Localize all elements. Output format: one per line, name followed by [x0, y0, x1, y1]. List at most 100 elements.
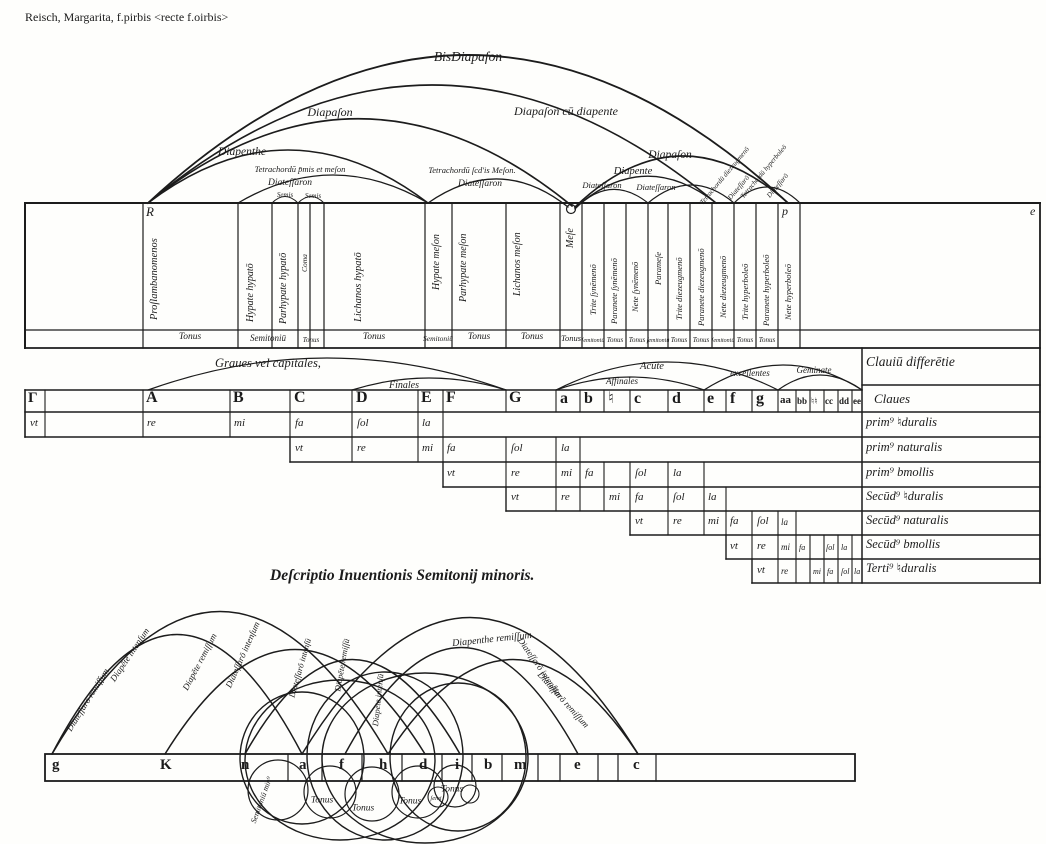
column-label-trite-diezeugmenon: Trite diezeugmenō [674, 257, 684, 320]
band-letter: d [419, 757, 428, 773]
interval-label: Semitoniū [250, 333, 286, 343]
group-label-acute: Acute [640, 361, 664, 372]
arc-label-tetrachordum-hypaton: Tetrachordū p̄mis et meſon [254, 164, 346, 174]
arc-label-semis-b: Semis [304, 192, 322, 200]
semitone-small-label: Tonus [351, 803, 375, 814]
interval-label: Tonus [302, 336, 320, 344]
arc-label-diapente-right: Diapente [613, 166, 653, 177]
column-label-trite-hyperboleon: Trite hyperboleō [740, 263, 750, 320]
clavis-letter: ♮♮ [811, 396, 818, 406]
band-letter: h [379, 757, 388, 773]
marker-right-end: e [1030, 204, 1036, 218]
group-label-affinales: Affinales [606, 376, 638, 386]
column-label-paramese: Parameſe [653, 251, 663, 285]
right-panel-mode: Secūd⁹ ♮duralis [866, 489, 944, 503]
interval-label: Tonus [670, 336, 688, 344]
solmization-la: la [422, 417, 431, 429]
right-panel-mode: prim⁹ naturalis [866, 440, 943, 454]
solmization-re: re [757, 540, 766, 552]
solmization-mi: mi [422, 442, 433, 454]
solmization-vt: vt [295, 442, 303, 454]
solmization-la: la [854, 567, 861, 576]
column-label-trite-synemmenon: Trite ſynēmenō [588, 264, 598, 315]
solmization-re: re [561, 491, 570, 503]
column-label-lichanos-meson: Lichanos meſon [512, 232, 523, 296]
clavis-letter: g [756, 390, 764, 407]
solmization-la: la [673, 467, 682, 479]
solmization-la: la [561, 442, 570, 454]
interval-label: Tonus [606, 336, 624, 344]
solmization-mi: mi [781, 542, 790, 552]
band-letter: i [455, 757, 460, 773]
solmization-sol: ſol [357, 417, 369, 429]
band-letter: n [241, 757, 250, 773]
interval-label: Semitoniū [423, 334, 453, 343]
clavis-letter: b [584, 390, 593, 407]
semitone-small-label: Tonus [398, 796, 422, 807]
clavis-letter: a [560, 390, 568, 407]
arc-label-diapenthe: Diapenthe [218, 146, 266, 158]
page-caption: Reisch, Margarita, f.pirbis <recte f.oir… [25, 10, 229, 24]
solmization-la: la [708, 491, 717, 503]
clavis-letter: c [634, 390, 642, 407]
arc-label-diatessaron-hypaton: Diateſſaron [268, 178, 312, 188]
marker-proslambanomenos: R [146, 204, 154, 219]
solmization-re: re [511, 467, 520, 479]
column-label-paranete-hyperboleon: Paranete hyperboleō [761, 254, 771, 326]
right-panel-mode: prim⁹ ♮duralis [866, 415, 937, 429]
solmization-la: la [781, 517, 789, 527]
column-label-paranete-synemmenon: Paranete ſynēmenō [609, 258, 619, 324]
solmization-fa: fa [295, 417, 304, 429]
group-label-finales: Finales [389, 380, 419, 391]
hexachord-row-cells [351, 436, 853, 584]
interval-label: Tonus [758, 336, 776, 344]
solmization-fa: fa [447, 442, 456, 454]
clavis-letter: f [730, 390, 736, 407]
arc-label-diatessaron-meson: Diateſſaron [458, 179, 502, 189]
band-letter: b [484, 757, 493, 773]
solmization-vt: vt [757, 564, 765, 576]
group-label-graves: Graues vel capitales, [215, 356, 321, 370]
column-label-coma: Coma [300, 254, 309, 272]
solmization-re: re [147, 417, 156, 429]
solmization-re: re [781, 566, 789, 576]
band-letter: g [52, 757, 60, 773]
right-panel-mode: Secūd⁹ bmollis [866, 537, 941, 551]
marker-nete-hyperboleon: p [782, 204, 788, 218]
clavis-letter: cc [825, 396, 833, 406]
solmization-vt: vt [30, 417, 38, 429]
clavis-letter: dd [839, 396, 850, 406]
right-panel-mode: prim⁹ bmollis [866, 465, 934, 479]
interval-label: Tonus [628, 336, 646, 344]
group-label-excellentes: excellentes [730, 368, 770, 378]
arc-label-diapason-right: Diapaſon [648, 149, 692, 161]
upper-consonance-arcs [146, 54, 801, 215]
clavis-letter: C [294, 389, 306, 406]
semitone-figure-band [44, 753, 856, 782]
right-panel-claves: Claues [874, 391, 911, 406]
semitone-figure-title: Deſcriptio Inuentionis Semitonij minoris… [270, 567, 535, 584]
mese-node-circle [565, 203, 577, 215]
band-letter: c [633, 757, 640, 773]
interval-label: Tonus [692, 336, 710, 344]
interval-label: ſemitoniū [646, 338, 670, 344]
clavis-letter: B [233, 389, 244, 406]
arc-label-diapason-left: Diapaſon [307, 105, 353, 119]
solmization-vt: vt [447, 467, 455, 479]
solmization-la: la [841, 543, 848, 552]
interval-label: ſemitoniū [581, 338, 605, 344]
solmization-fa: fa [585, 467, 594, 479]
solmization-fa: fa [799, 543, 806, 552]
band-letter: K [160, 757, 172, 773]
column-label-parhypate-hypaton: Parhypate hypatō [278, 252, 289, 324]
interval-label: ſemitoniū [711, 338, 735, 344]
semitone-small-label: ſemi [430, 794, 442, 802]
solmization-sol: ſol [757, 515, 769, 527]
arc-label-diatessaron-diezeugmenon: Diateſſaron [636, 182, 676, 192]
solmization-fa: fa [730, 515, 739, 527]
letters-row-cells [44, 389, 853, 438]
column-label-nete-synemmenon: Nete ſynēmenō [630, 261, 640, 312]
column-label-proslambanomenos: Proſlambanomenos [149, 238, 160, 320]
